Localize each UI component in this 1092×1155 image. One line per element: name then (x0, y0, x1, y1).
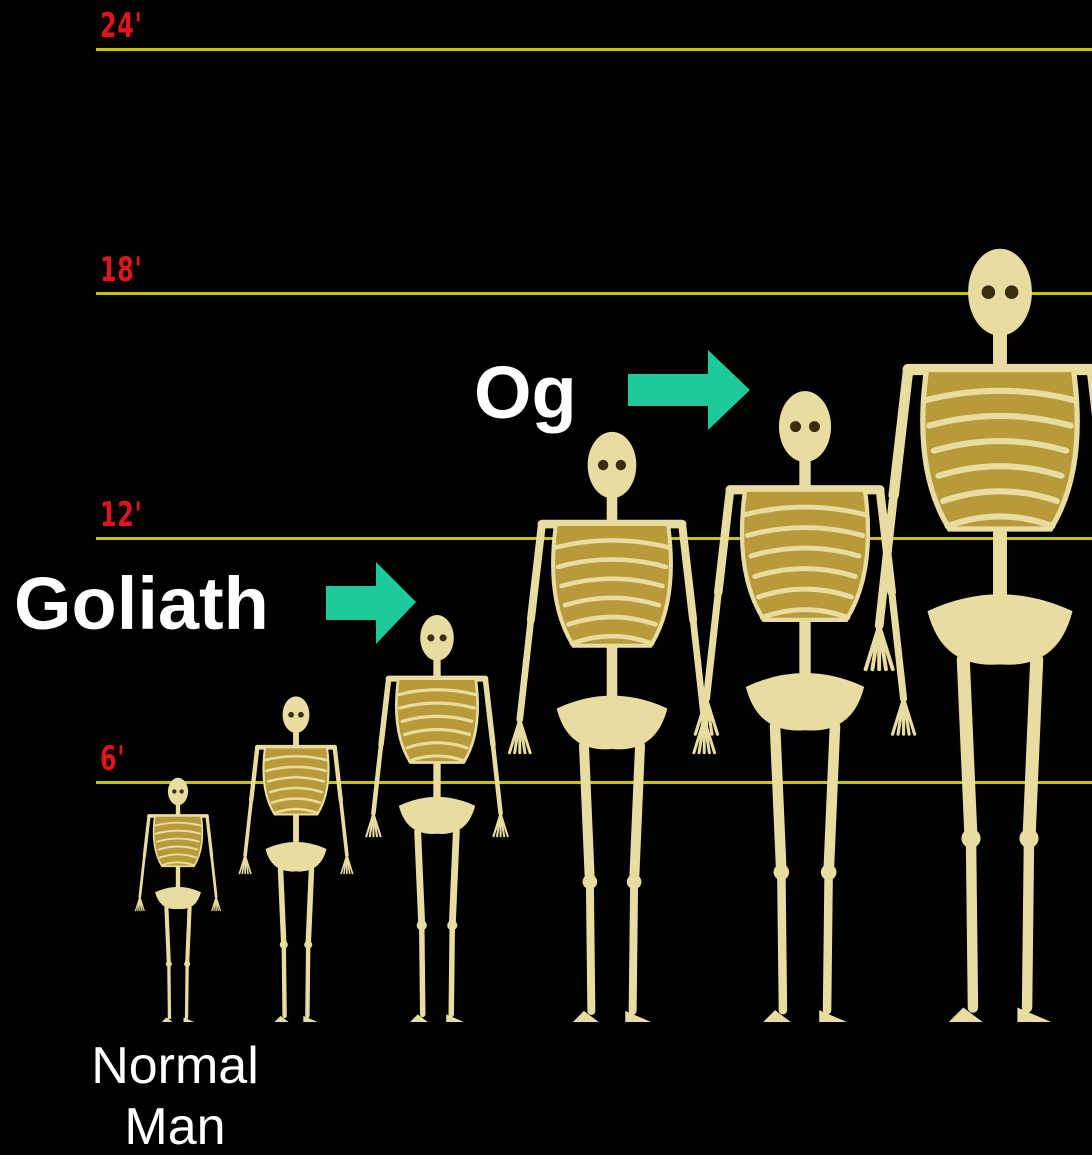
skeleton-skeleton-4 (509, 432, 714, 1022)
skeleton-normal-man (136, 778, 221, 1022)
goliath-label: Goliath (14, 567, 269, 641)
goliath-arrow-icon (326, 562, 418, 646)
skeleton-og (695, 391, 914, 1022)
skeleton-goliath (366, 615, 507, 1022)
skeleton-skeleton-2 (239, 696, 352, 1022)
caption-line-2: Man (60, 1097, 290, 1155)
normal-man-caption: Normal Man (60, 1036, 290, 1155)
og-label: Og (474, 356, 577, 430)
og-arrow-icon (628, 350, 752, 434)
caption-line-1: Normal (60, 1036, 290, 1097)
